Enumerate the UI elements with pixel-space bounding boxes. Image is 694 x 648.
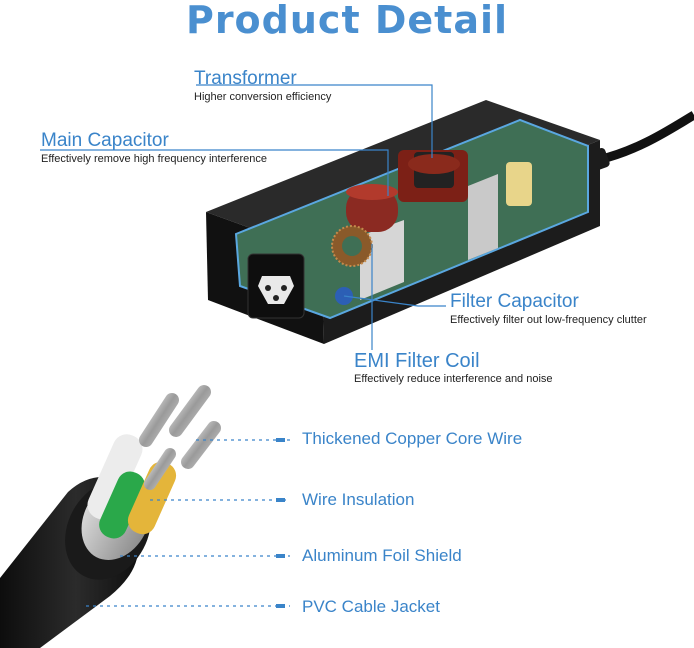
- filter-capacitor-label: Filter Capacitor: [450, 291, 579, 312]
- main-capacitor-part: [346, 184, 398, 232]
- callout-filter-capacitor: Filter Capacitor Effectively filter out …: [450, 291, 647, 327]
- conductor-wires: [87, 434, 177, 539]
- callout-emi-filter-coil: EMI Filter Coil Effectively reduce inter…: [354, 350, 553, 386]
- pcb-board: [234, 118, 589, 320]
- callout-main-capacitor: Main Capacitor Effectively remove high f…: [41, 130, 267, 166]
- label-pvc-cable-jacket: PVC Cable Jacket: [302, 597, 440, 616]
- main-capacitor-label: Main Capacitor: [41, 130, 169, 151]
- heat-sink: [468, 174, 498, 260]
- label-aluminum-foil-shield: Aluminum Foil Shield: [302, 546, 462, 565]
- power-adapter: [206, 100, 694, 344]
- label-wire-insulation: Wire Insulation: [302, 490, 415, 509]
- transformer-label: Transformer: [194, 68, 297, 89]
- leader-transformer: [196, 84, 433, 158]
- main-capacitor-desc: Effectively remove high frequency interf…: [41, 153, 268, 165]
- filter-capacitor-desc: Effectively filter out low-frequency clu…: [450, 314, 647, 326]
- ac-inlet: [247, 253, 305, 319]
- wire-green: [99, 471, 145, 539]
- adapter-leader-lines: [40, 84, 446, 350]
- transformer-part: [398, 150, 468, 202]
- cable-illustration: [0, 385, 221, 648]
- page-title: Product Detail: [185, 0, 509, 42]
- leader-main-capacitor: [40, 149, 389, 196]
- emi-filter-coil-desc: Effectively reduce interference and nois…: [354, 373, 553, 385]
- label-copper-core-wire: Thickened Copper Core Wire: [302, 429, 523, 448]
- leader-filter-capacitor: [343, 295, 446, 307]
- callout-transformer: Transformer Higher conversion efficiency: [194, 68, 331, 104]
- cable-leader-lines: [86, 439, 290, 607]
- emi-coil-part: [331, 225, 373, 267]
- wire-white: [87, 434, 143, 520]
- cable-leader-ticks: [276, 438, 285, 608]
- core-strands: [139, 385, 221, 490]
- transformer-desc: Higher conversion efficiency: [194, 91, 332, 103]
- wire-yellow: [127, 461, 177, 535]
- x-capacitor-part: [506, 162, 532, 206]
- emi-filter-coil-label: EMI Filter Coil: [354, 350, 480, 372]
- output-cord: [596, 111, 694, 165]
